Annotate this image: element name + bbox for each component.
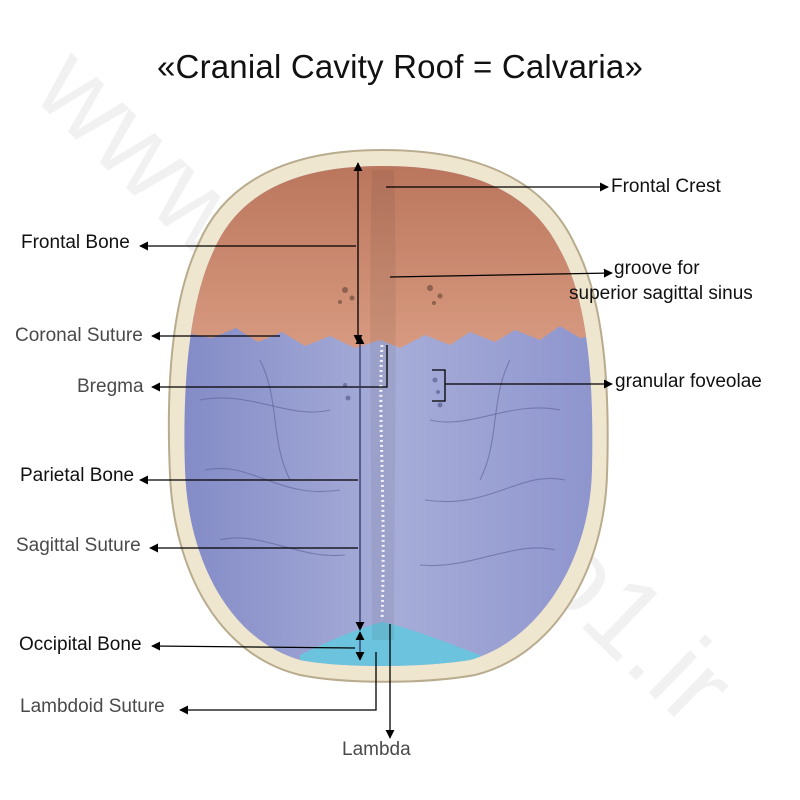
bracket-foveolae — [432, 370, 445, 401]
label-coronal-suture: Coronal Suture — [15, 325, 143, 347]
leader-lambdoid-suture — [180, 652, 376, 710]
leader-occipital-bone — [152, 646, 355, 648]
label-groove-line1: groove for — [614, 258, 700, 280]
label-sagittal-suture: Sagittal Suture — [16, 535, 141, 557]
label-groove-line2: superior sagittal sinus — [569, 283, 753, 305]
label-lambda: Lambda — [342, 739, 411, 761]
leader-bregma — [152, 345, 387, 387]
label-frontal-crest: Frontal Crest — [611, 176, 721, 198]
leader-groove — [390, 273, 612, 277]
label-occipital-bone: Occipital Bone — [19, 634, 142, 656]
label-parietal-bone: Parietal Bone — [20, 465, 134, 487]
label-granular-foveolae: granular foveolae — [615, 371, 762, 393]
label-lambdoid-suture: Lambdoid Suture — [20, 696, 165, 718]
label-frontal-bone: Frontal Bone — [21, 232, 130, 254]
label-bregma: Bregma — [77, 376, 144, 398]
